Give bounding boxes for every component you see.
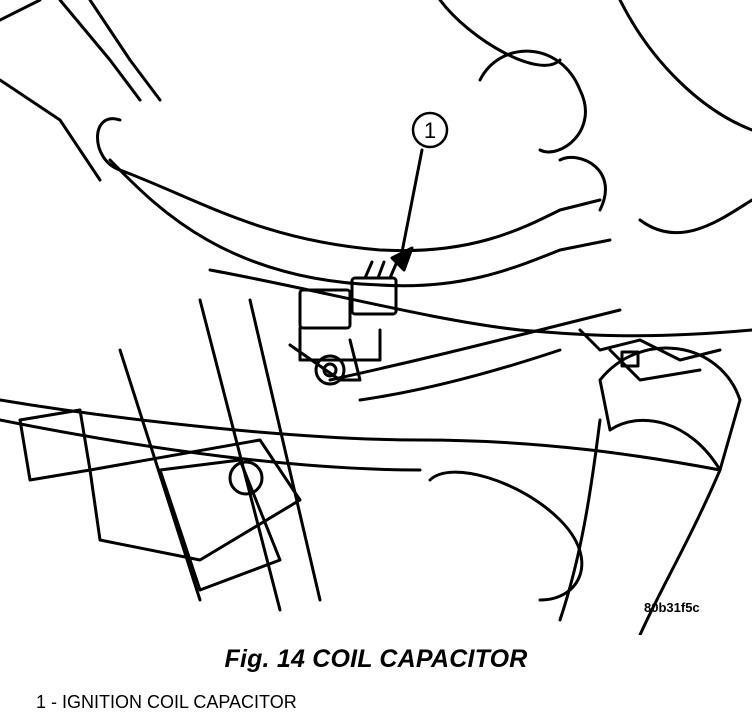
crossing-cable-3	[358, 348, 562, 402]
capacitor-wires	[363, 260, 398, 280]
crossing-cable	[208, 268, 752, 338]
image-code: 80b31f5c	[644, 600, 700, 615]
figure-caption: Fig. 14 COIL CAPACITOR	[224, 645, 528, 673]
capacitor-body	[298, 288, 352, 330]
lower-manifold	[118, 298, 322, 612]
engine-bay-illustration: 1	[0, 0, 752, 635]
right-edge	[638, 198, 752, 235]
bracket-outline	[0, 0, 142, 182]
callout-circle	[411, 111, 449, 149]
callout-number: 1	[424, 118, 436, 143]
callout-leader	[400, 148, 424, 254]
capacitor-connector	[350, 276, 398, 316]
upper-hose	[96, 117, 602, 253]
lower-hose	[0, 398, 722, 472]
upper-hose-lower-edge	[108, 158, 612, 288]
mount-stud	[288, 338, 362, 382]
clamp-ring	[598, 346, 742, 472]
top-right-edge	[438, 0, 752, 132]
left-lower-bracket	[18, 408, 92, 482]
lower-hose-edge	[0, 418, 422, 472]
left-lower-plate	[88, 438, 302, 562]
plate-bottom	[158, 458, 282, 592]
bracket-bolt-hole	[228, 460, 264, 496]
callout-arrowhead	[390, 246, 414, 272]
top-right-housing	[478, 49, 607, 212]
capacitor-mount-nut	[314, 354, 346, 386]
bracket-edge	[88, 0, 162, 102]
crossing-cable-2	[328, 308, 622, 382]
legend-item: 1 - IGNITION COIL CAPACITOR	[36, 692, 297, 712]
right-vertical-hose	[558, 418, 722, 635]
capacitor-lower-body	[298, 326, 382, 362]
lower-pipe	[428, 470, 584, 602]
line-drawing: 1	[0, 0, 752, 635]
